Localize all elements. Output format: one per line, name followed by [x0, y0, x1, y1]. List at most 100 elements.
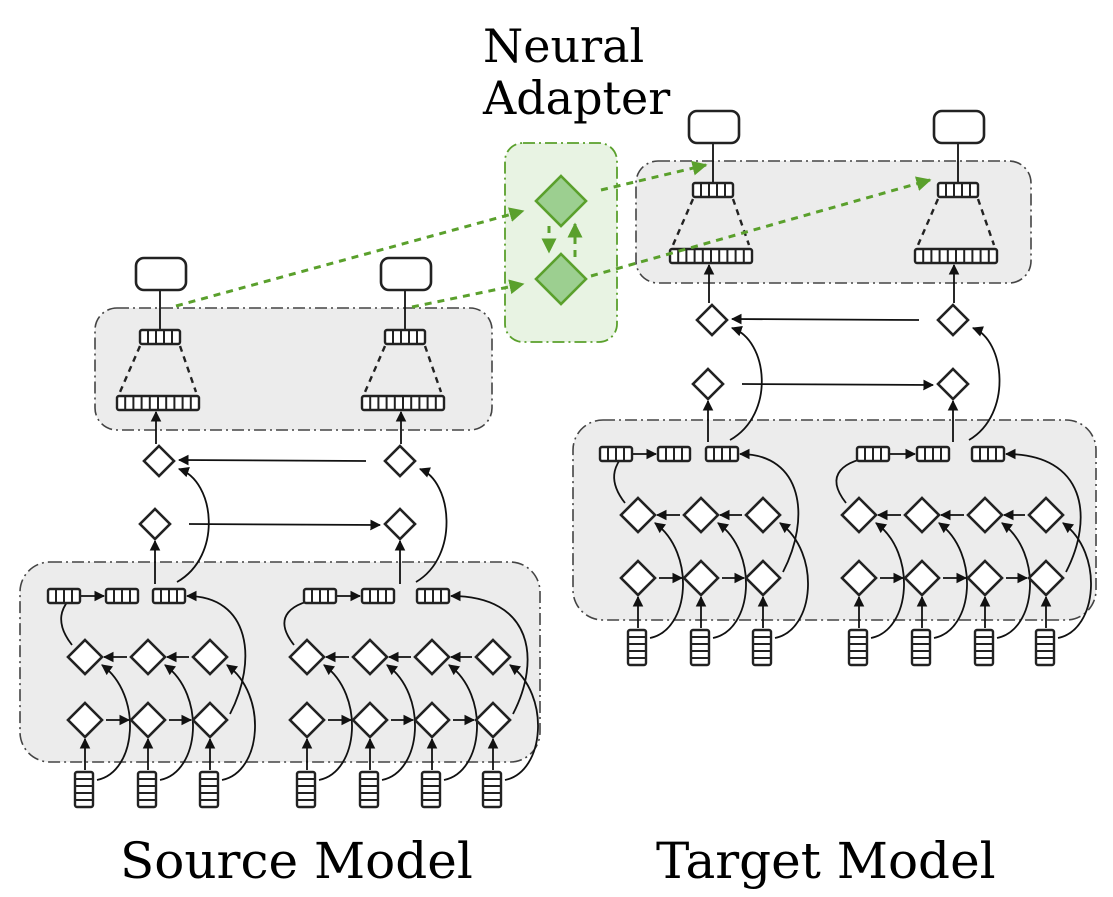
source-token-embedding [136, 770, 158, 809]
target-skip-edge [729, 325, 763, 441]
source-token-embedding [420, 770, 442, 809]
source-token-embedding [295, 770, 317, 809]
target-segment-summary-vector [704, 445, 740, 463]
source-segment-summary-vector [46, 587, 82, 605]
source-segment-summary-vector [104, 587, 140, 605]
source-segment-summary-vector [302, 587, 338, 605]
target-token-embedding [973, 628, 995, 667]
target-decoder-wide-vector [913, 247, 999, 265]
target-token-embedding [1034, 628, 1056, 667]
target-attention-output-node [936, 303, 970, 337]
target-forward-to-summary-edge [738, 448, 800, 573]
target-backward-rnn-node [744, 496, 782, 534]
target-token-to-backward-edge [996, 522, 1031, 639]
target-model-label: Target Model [656, 832, 996, 890]
target-projection-edge [976, 198, 996, 246]
target-forward-rnn-node [619, 559, 657, 597]
target-token-to-backward-edge [1057, 522, 1092, 639]
target-token-embedding [751, 628, 773, 667]
vector-frame [358, 770, 380, 809]
target-segment-summary-vector [915, 445, 951, 463]
vector-frame [420, 770, 442, 809]
target-decoder-wide-vector [668, 247, 754, 265]
target-token-to-backward-edge [774, 522, 809, 639]
source-backward-rnn-node [413, 638, 451, 676]
target-projection-edge [731, 198, 751, 246]
target-token-embedding [689, 628, 711, 667]
target-output-box [932, 109, 986, 145]
nodes-layer [46, 109, 1065, 809]
target-backward-rnn-node [682, 496, 720, 534]
target-output-box [687, 109, 741, 145]
source-backward-rnn-node [66, 638, 104, 676]
target-forward-rnn-node [966, 559, 1004, 597]
source-token-to-backward-edge [221, 664, 256, 781]
source-skip-edge [415, 467, 448, 583]
source-output-box [379, 256, 433, 292]
vector-frame [847, 628, 869, 667]
target-forward-rnn-node [903, 559, 941, 597]
vector-frame [383, 328, 427, 346]
target-segment-summary-vector [970, 445, 1006, 463]
source-projection-edge [423, 345, 443, 393]
source-projection-edge [363, 345, 387, 393]
vector-frame [689, 628, 711, 667]
source-forward-to-summary-edge [449, 590, 529, 715]
source-attention-output-node [383, 444, 417, 478]
source-forward-to-summary-edge [185, 590, 247, 715]
source-forward-rnn-node [66, 701, 104, 739]
target-projection-edge [671, 198, 695, 246]
source-backward-rnn-node [191, 638, 229, 676]
target-backward-rnn-node [966, 496, 1004, 534]
source-token-embedding [198, 770, 220, 809]
vector-frame [198, 770, 220, 809]
source-to-adapter-edge [175, 207, 525, 308]
source-token-to-backward-edge [96, 664, 131, 781]
vector-frame [295, 770, 317, 809]
vector-frame [136, 770, 158, 809]
adapter-title-line-1: Neural [483, 19, 645, 73]
source-segment-summary-vector [415, 587, 451, 605]
vector-frame [73, 770, 95, 809]
target-forward-rnn-node [840, 559, 878, 597]
target-attention-forward-edge [741, 379, 935, 391]
target-attention-output-node [695, 303, 729, 337]
source-output-box [134, 256, 188, 292]
target-forward-rnn-node [682, 559, 720, 597]
target-segment-summary-vector [855, 445, 891, 463]
source-token-embedding [481, 770, 503, 809]
source-token-embedding [73, 770, 95, 809]
vector-frame [751, 628, 773, 667]
source-forward-rnn-node [351, 701, 389, 739]
source-attention-output-node [142, 444, 176, 478]
target-skip-edge [968, 326, 1001, 441]
source-segment-summary-vector [360, 587, 396, 605]
vector-frame [1034, 628, 1056, 667]
target-forward-to-summary-edge [1004, 448, 1082, 573]
source-decoder-wide-vector [360, 394, 446, 412]
target-forward-rnn-node [744, 559, 782, 597]
target-decoder-narrow-vector [936, 181, 980, 199]
adapter-connections-layer [175, 160, 932, 309]
source-forward-rnn-node [288, 701, 326, 739]
source-decoder-narrow-vector [138, 328, 182, 346]
source-segment-summary-vector [151, 587, 187, 605]
source-token-to-backward-edge [443, 664, 478, 781]
source-backward-rnn-node [351, 638, 389, 676]
target-token-embedding [626, 628, 648, 667]
source-model-label: Source Model [120, 832, 473, 890]
source-backward-rnn-node [474, 638, 512, 676]
source-to-adapter-edge [411, 279, 525, 309]
target-token-to-backward-edge [649, 522, 684, 639]
source-token-to-backward-edge [318, 664, 353, 781]
source-backward-rnn-node [288, 638, 326, 676]
source-token-to-backward-edge [504, 664, 539, 781]
source-forward-rnn-node [191, 701, 229, 739]
adapter-title-line-2: Adapter [483, 71, 671, 125]
adapter-to-target-edge [600, 160, 708, 192]
source-skip-edge [176, 466, 210, 583]
target-segment-summary-vector [598, 445, 634, 463]
source-attention-backward-edge [177, 454, 367, 466]
target-attention-input-node [936, 367, 970, 401]
